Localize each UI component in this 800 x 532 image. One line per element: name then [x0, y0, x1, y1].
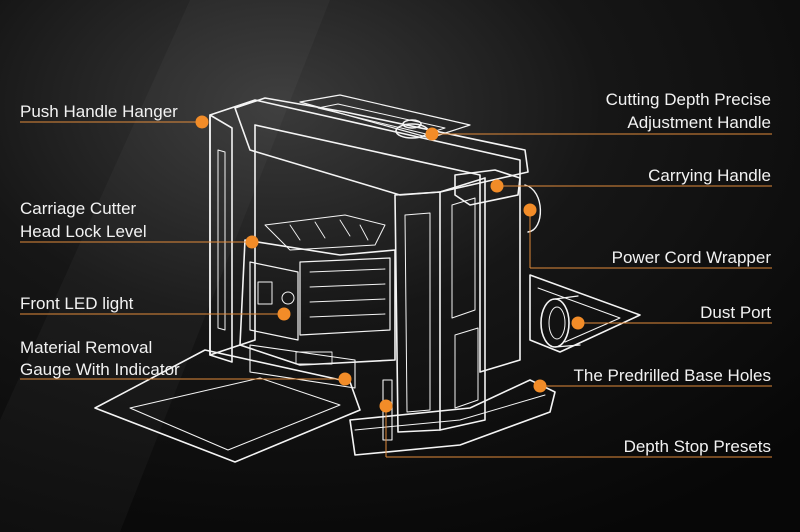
label-carriage-lock-line1: Carriage Cutter [20, 197, 136, 220]
label-depth-stop: Depth Stop Presets [624, 435, 771, 458]
dot-carrying-handle [491, 180, 504, 193]
dot-push-handle [196, 116, 209, 129]
dot-depth-stop [380, 400, 393, 413]
label-base-holes: The Predrilled Base Holes [574, 364, 771, 387]
dot-dust-port [572, 317, 585, 330]
label-dust-port: Dust Port [700, 301, 771, 324]
label-carriage-lock-line2: Head Lock Level [20, 220, 147, 243]
label-depth-adjust-line1: Cutting Depth Precise [606, 88, 771, 111]
dot-cord-wrapper [524, 204, 537, 217]
dot-carriage-lock [246, 236, 259, 249]
label-carrying-handle: Carrying Handle [648, 164, 771, 187]
label-gauge-line1: Material Removal [20, 336, 152, 359]
label-cord-wrapper: Power Cord Wrapper [612, 246, 771, 269]
label-front-led: Front LED light [20, 292, 133, 315]
dot-base-holes [534, 380, 547, 393]
label-depth-adjust-line2: Adjustment Handle [627, 111, 771, 134]
dot-gauge [339, 373, 352, 386]
label-gauge-line2: Gauge With Indicator [20, 358, 180, 381]
label-push-handle-hanger: Push Handle Hanger [20, 100, 178, 123]
dot-front-led [278, 308, 291, 321]
dot-depth-adjust [426, 128, 439, 141]
